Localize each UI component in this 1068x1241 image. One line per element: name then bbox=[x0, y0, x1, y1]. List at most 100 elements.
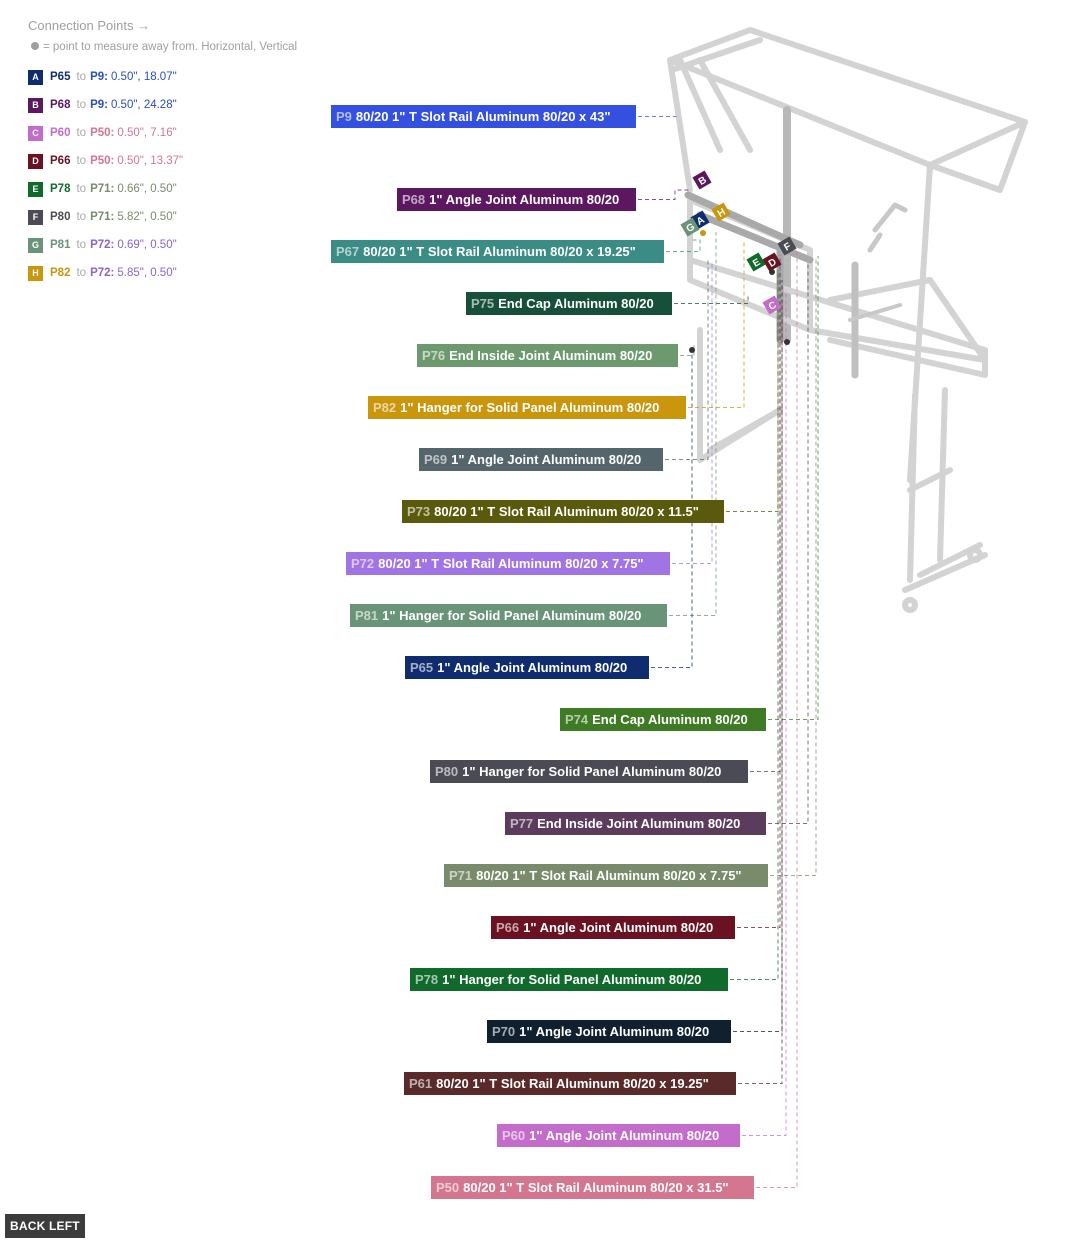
connection-marker-e[interactable]: E bbox=[746, 252, 766, 272]
connection-marker-b[interactable]: B bbox=[692, 170, 712, 190]
marker-badge-h: H bbox=[28, 265, 43, 281]
part-name: 1" Hanger for Solid Panel Aluminum 80/20 bbox=[462, 764, 722, 779]
leader-line-p60 bbox=[742, 290, 787, 1136]
part-name: 1" Hanger for Solid Panel Aluminum 80/20 bbox=[400, 400, 660, 415]
leader-line-p71 bbox=[770, 258, 817, 876]
part-name: 80/20 1" T Slot Rail Aluminum 80/20 x 31… bbox=[463, 1180, 729, 1195]
leader-line-p81 bbox=[669, 232, 717, 616]
leader-line-p68 bbox=[638, 189, 690, 200]
part-id: P61 bbox=[409, 1076, 433, 1091]
part-name: 80/20 1" T Slot Rail Aluminum 80/20 x 7.… bbox=[378, 556, 644, 571]
legend-coords: 0.66", 0.50" bbox=[117, 183, 177, 195]
legend-to-word: to bbox=[76, 267, 87, 279]
connection-marker-h[interactable]: H bbox=[711, 202, 731, 222]
point-dot-icon bbox=[31, 42, 39, 50]
part-id: P65 bbox=[410, 660, 434, 675]
marker-badge-a: A bbox=[28, 69, 43, 85]
part-name: 1" Hanger for Solid Panel Aluminum 80/20 bbox=[442, 972, 702, 987]
leader-line-p82 bbox=[688, 240, 745, 408]
leader-line-p50 bbox=[756, 250, 798, 1188]
back-left-button[interactable]: BACK LEFT bbox=[5, 1214, 85, 1238]
legend-to-part: P72: bbox=[90, 267, 115, 279]
leader-line-p65 bbox=[651, 350, 693, 668]
part-id: P72 bbox=[351, 556, 375, 571]
connection-marker-letter: H bbox=[716, 207, 728, 220]
legend-to-word: to bbox=[76, 99, 87, 111]
leader-line-p80 bbox=[750, 255, 781, 772]
part-id: P80 bbox=[435, 764, 459, 779]
measure-point-dot bbox=[769, 269, 775, 275]
part-name: 1" Hanger for Solid Panel Aluminum 80/20 bbox=[382, 608, 642, 623]
part-id: P82 bbox=[373, 400, 397, 415]
legend-to-word: to bbox=[76, 211, 87, 223]
connection-marker-c[interactable]: C bbox=[762, 295, 782, 315]
marker-badge-d: D bbox=[28, 153, 43, 169]
part-name: End Inside Joint Aluminum 80/20 bbox=[449, 348, 653, 363]
connection-marker-d[interactable]: D bbox=[762, 252, 782, 272]
legend-coords: 0.50", 7.16" bbox=[117, 127, 177, 139]
measure-point-dot bbox=[700, 230, 706, 236]
legend-note: = point to measure away from. Horizontal… bbox=[31, 41, 297, 53]
legend-from-part: P66 bbox=[50, 155, 71, 167]
leader-line-p9 bbox=[638, 116, 677, 117]
legend-coords: 0.50", 18.07" bbox=[110, 71, 177, 83]
legend-from-part: P65 bbox=[50, 71, 71, 83]
legend-to-word: to bbox=[76, 183, 87, 195]
part-id: P68 bbox=[402, 192, 426, 207]
connection-marker-f[interactable]: F bbox=[777, 236, 797, 256]
measure-point-dot bbox=[784, 339, 790, 345]
measure-point-dot bbox=[689, 347, 695, 353]
marker-badge-b: B bbox=[28, 97, 43, 113]
legend-coords: 0.50", 13.37" bbox=[117, 155, 184, 167]
connection-marker-g[interactable]: G bbox=[680, 217, 700, 237]
connection-marker-letter: A bbox=[695, 215, 707, 228]
legend-from-part: P60 bbox=[50, 127, 71, 139]
legend-to-word: to bbox=[76, 155, 87, 167]
part-id: P50 bbox=[436, 1180, 460, 1195]
part-id: P66 bbox=[496, 920, 520, 935]
leader-line-p74 bbox=[768, 256, 819, 720]
legend-to-part: P50: bbox=[90, 127, 115, 139]
legend-from-part: P80 bbox=[50, 211, 71, 223]
legend-coords: 0.50", 24.28" bbox=[110, 99, 177, 111]
legend-coords: 5.85", 0.50" bbox=[117, 267, 177, 279]
part-name: 80/20 1" T Slot Rail Aluminum 80/20 x 7.… bbox=[476, 868, 742, 883]
connection-marker-letter: D bbox=[767, 257, 779, 270]
part-name: 1" Angle Joint Aluminum 80/20 bbox=[523, 920, 714, 935]
part-name: 80/20 1" T Slot Rail Aluminum 80/20 x 43… bbox=[355, 109, 611, 124]
part-name: 1" Angle Joint Aluminum 80/20 bbox=[437, 660, 628, 675]
part-id: P60 bbox=[502, 1128, 526, 1143]
legend-from-part: P68 bbox=[50, 99, 71, 111]
